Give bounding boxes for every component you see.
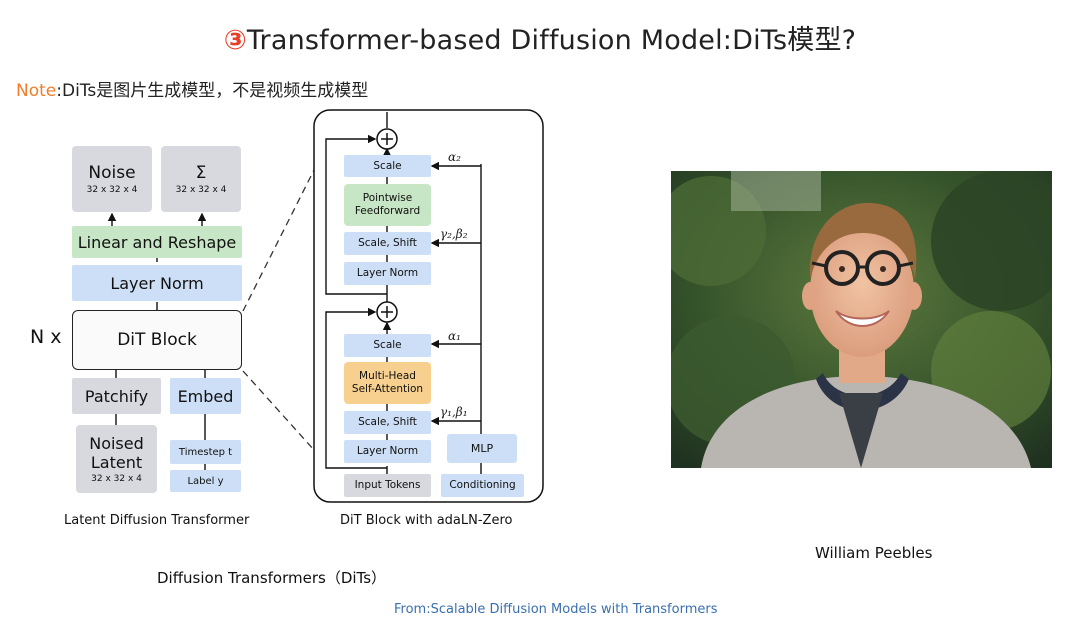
pointwise-ff-box: Pointwise Feedforward [344,184,431,226]
patchify-box: Patchify [72,378,161,414]
dit-block-label: DiT Block [117,330,197,350]
scale-shift-bot-label: Scale, Shift [358,416,417,428]
noised-latent-label: Noised Latent [89,434,144,472]
source-link[interactable]: From:Scalable Diffusion Models with Tran… [394,602,718,617]
gamma1-beta1-label: γ₁,β₁ [440,405,468,419]
noise-dims: 32 x 32 x 4 [86,185,138,195]
alpha1-label: α₁ [448,329,461,343]
mlp-label: MLP [470,442,494,455]
embed-box: Embed [170,378,241,414]
gamma2-beta2-label: γ₂,β₂ [440,227,468,241]
slide-title: ③Transformer-based Diffusion Model:DiTs模… [0,18,1080,57]
layer-norm-label: Layer Norm [110,273,204,293]
dit-block-caption: DiT Block with adaLN-Zero [340,513,513,528]
label-y-label: Label y [187,475,224,487]
conditioning-label: Conditioning [449,479,516,491]
mha-label: Multi-Head Self-Attention [351,370,424,395]
patchify-label: Patchify [84,386,149,406]
sigma-dims: 32 x 32 x 4 [175,185,227,195]
layer-norm-box: Layer Norm [72,265,242,301]
noise-output-box: Noise 32 x 32 x 4 [72,146,152,212]
input-tokens-label: Input Tokens [354,479,421,491]
layer-norm-top-box: Layer Norm [344,262,431,285]
layer-norm-bot-box: Layer Norm [344,440,431,463]
label-box: Label y [170,470,241,492]
linear-reshape-box: Linear and Reshape [72,226,242,258]
title-text: Transformer-based Diffusion Model:DiTs模型… [246,25,857,56]
scale-shift-bot-box: Scale, Shift [344,411,431,434]
sigma-output-box: Σ 32 x 32 x 4 [161,146,241,212]
linear-reshape-label: Linear and Reshape [77,232,237,252]
layer-norm-bot-label: Layer Norm [356,445,419,457]
person-caption: William Peebles [815,544,933,562]
mlp-box: MLP [447,434,517,463]
scale-mid-label: Scale [373,339,402,351]
timestep-box: Timestep t [170,440,241,464]
dit-block-box: DiT Block [72,310,242,370]
mha-box: Multi-Head Self-Attention [344,362,431,404]
latent-diffusion-caption: Latent Diffusion Transformer [64,513,250,528]
timestep-label: Timestep t [178,446,233,458]
noise-label: Noise [88,163,136,183]
scale-top-label: Scale [373,159,402,172]
title-number: ③ [223,25,247,56]
noised-latent-dims: 32 x 32 x 4 [91,474,142,484]
repeat-label: N x [30,326,62,348]
note-line: Note:DiTs是图片生成模型，不是视频生成模型 [16,76,368,101]
scale-mid-box: Scale [344,334,431,357]
layer-norm-top-label: Layer Norm [356,267,419,279]
scale-top-box: Scale [344,155,431,177]
scale-shift-top-box: Scale, Shift [344,232,431,255]
sigma-label: Σ [195,163,207,183]
portrait-illustration [671,171,1052,468]
scale-shift-top-label: Scale, Shift [358,237,417,249]
conditioning-box: Conditioning [441,474,524,497]
embed-label: Embed [177,386,234,406]
pointwise-ff-label: Pointwise Feedforward [354,192,421,217]
alpha2-label: α₂ [448,150,461,164]
note-label: Note [16,81,57,101]
input-tokens-box: Input Tokens [344,474,431,497]
portrait-photo [671,171,1052,468]
note-text: :DiTs是图片生成模型，不是视频生成模型 [56,81,369,101]
noised-latent-box: Noised Latent 32 x 32 x 4 [76,425,157,493]
dits-caption: Diffusion Transformers（DiTs） [157,569,387,587]
